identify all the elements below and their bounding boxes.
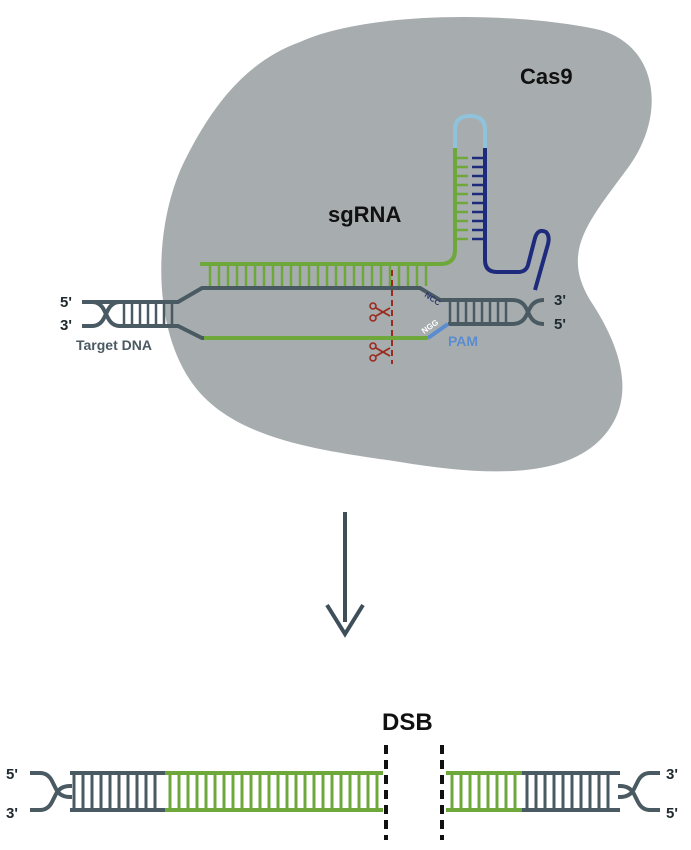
scissors-icon bbox=[369, 302, 391, 322]
scissors-icon bbox=[369, 342, 391, 362]
bottom-right-5prime: 5' bbox=[666, 805, 678, 822]
bottom-left-5prime: 5' bbox=[6, 766, 18, 783]
top-left-3prime: 3' bbox=[60, 317, 72, 334]
top-left-5prime: 5' bbox=[60, 294, 72, 311]
target-dna-label: Target DNA bbox=[76, 337, 152, 353]
sgrna-spacer-rungs bbox=[208, 266, 428, 286]
top-right-3prime: 3' bbox=[554, 292, 566, 309]
sgrna-stem-green bbox=[200, 148, 457, 266]
dsb-label: DSB bbox=[382, 709, 433, 736]
cas9-label: Cas9 bbox=[520, 64, 573, 89]
sgrna-loop bbox=[453, 113, 487, 150]
top-right-5prime: 5' bbox=[554, 316, 566, 333]
pam-segment bbox=[426, 322, 450, 340]
bottom-left-3prime: 3' bbox=[6, 805, 18, 822]
sgrna-stem-blue bbox=[483, 148, 551, 291]
sgrna-stem-rungs bbox=[455, 156, 485, 241]
target-dna bbox=[82, 286, 545, 340]
pam-label: PAM bbox=[448, 333, 478, 349]
dsb-left-fragment bbox=[30, 771, 72, 812]
down-arrow-icon bbox=[325, 512, 365, 638]
dsb-right-fragment bbox=[618, 771, 660, 812]
dna-rungs bbox=[122, 302, 508, 324]
bottom-right-3prime: 3' bbox=[666, 766, 678, 783]
cas9-protein bbox=[161, 17, 652, 472]
dna-bottom-strand-right bbox=[448, 298, 545, 326]
dna-top-strand-main bbox=[92, 286, 545, 326]
sgrna-label: sgRNA bbox=[328, 202, 401, 227]
dsb-ladders bbox=[70, 771, 620, 812]
dna-bottom-strand-left bbox=[82, 300, 121, 328]
